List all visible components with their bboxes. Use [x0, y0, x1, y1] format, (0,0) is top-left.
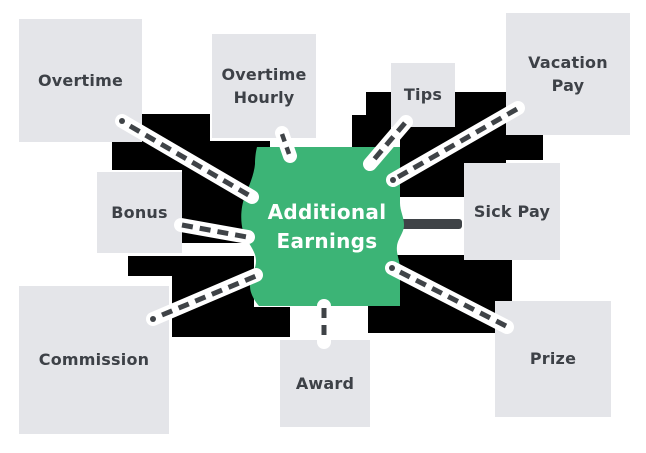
node-box-tips	[391, 63, 455, 127]
node-boxes	[19, 13, 630, 434]
dot-commission	[150, 316, 156, 322]
connector-bonus	[181, 222, 248, 240]
node-box-prize	[495, 301, 611, 417]
node-box-overtime-hourly	[212, 34, 316, 138]
node-box-award	[280, 340, 370, 427]
shadow-region	[506, 135, 543, 160]
connector-tips	[369, 121, 407, 165]
connector-prize	[398, 269, 508, 329]
node-box-commission	[19, 286, 169, 434]
connectors	[128, 106, 519, 341]
connector-sick-pay	[399, 219, 462, 229]
shadow-region	[128, 256, 254, 276]
node-box-sick-pay	[464, 163, 560, 260]
connector-overtime	[128, 123, 254, 200]
node-box-vacation-pay	[506, 13, 630, 135]
node-box-bonus	[97, 172, 182, 253]
shadow-region	[254, 307, 290, 337]
connector-overtime-hourly	[279, 133, 292, 155]
connector-dots	[119, 118, 396, 322]
connector-vacation-pay	[396, 106, 519, 180]
shadow-region	[352, 115, 366, 147]
dot-prize	[389, 265, 395, 271]
dot-overtime	[119, 118, 125, 124]
center-node-shape	[241, 147, 404, 306]
dot-vacation-pay	[390, 177, 396, 183]
